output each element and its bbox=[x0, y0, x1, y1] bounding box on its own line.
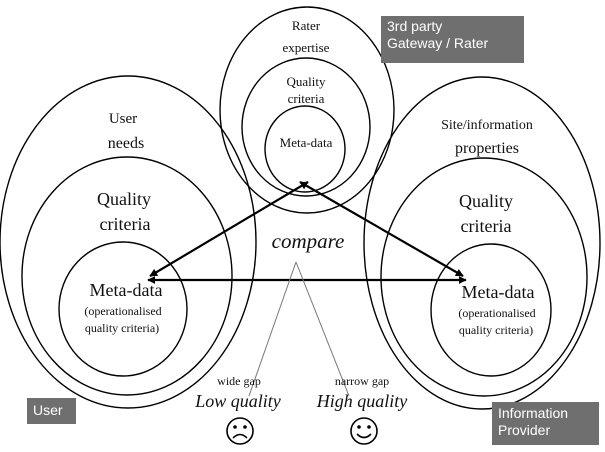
provider-inner-ellipse bbox=[430, 243, 552, 377]
wide-gap-line bbox=[248, 261, 297, 397]
provider-properties-line-2: properties bbox=[455, 140, 519, 157]
provider-meta-data-label: Meta-data bbox=[462, 282, 535, 302]
narrow-gap-label: narrow gap bbox=[335, 374, 389, 388]
rater-expertise-line-2: expertise bbox=[283, 40, 330, 55]
user-tag: User bbox=[27, 398, 76, 424]
high-quality-label: High quality bbox=[316, 391, 408, 411]
provider-meta-data-note-2: quality criteria) bbox=[459, 323, 533, 337]
third-party-tag-line-1: 3rd party bbox=[387, 18, 443, 34]
user-needs-line-1: User bbox=[109, 111, 137, 127]
provider-tag-line-1: Information bbox=[498, 405, 569, 421]
user-meta-data-note-1: (operationalised bbox=[84, 304, 161, 318]
provider-meta-data-note-1: (operationalised bbox=[458, 306, 535, 320]
rater-criteria-line-1: Quality bbox=[287, 74, 326, 89]
compare-label: compare bbox=[272, 229, 345, 253]
user-inner-ellipse bbox=[58, 241, 188, 377]
provider-criteria-line-1: Quality bbox=[459, 191, 513, 211]
smile-face-icon bbox=[350, 417, 378, 445]
wide-gap-label: wide gap bbox=[217, 374, 261, 388]
rater-criteria-line-2: criteria bbox=[288, 91, 325, 106]
arrow-rater-provider bbox=[299, 181, 464, 277]
provider-criteria-line-2: criteria bbox=[461, 216, 512, 236]
low-quality-label: Low quality bbox=[194, 391, 281, 411]
user-needs-line-2: needs bbox=[108, 135, 144, 152]
user-meta-data-note-2: quality criteria) bbox=[85, 321, 159, 335]
rater-meta-data-label: Meta-data bbox=[280, 135, 333, 150]
third-party-rater-tag: 3rd party Gateway / Rater bbox=[381, 16, 524, 63]
provider-properties-line-1: Site/information bbox=[441, 118, 533, 133]
user-meta-data-label: Meta-data bbox=[90, 280, 163, 300]
third-party-tag-line-2: Gateway / Rater bbox=[387, 35, 489, 51]
user-criteria-line-2: criteria bbox=[100, 214, 151, 234]
narrow-gap-line bbox=[295, 261, 350, 397]
user-criteria-line-1: Quality bbox=[97, 189, 151, 209]
rater-expertise-line-1: Rater bbox=[292, 18, 321, 33]
user-tag-label: User bbox=[33, 402, 63, 418]
arrow-user-rater bbox=[149, 181, 309, 277]
frown-face-icon bbox=[226, 417, 254, 445]
information-provider-tag: Information Provider bbox=[492, 402, 599, 445]
provider-tag-line-2: Provider bbox=[498, 422, 551, 438]
